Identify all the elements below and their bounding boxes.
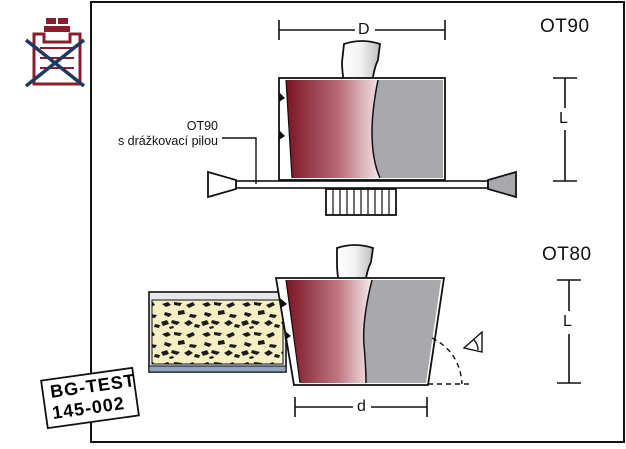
- dimension-d-bottom: [294, 397, 428, 417]
- annotation-line-1: OT90: [186, 119, 218, 133]
- dimension-l-bottom: [557, 279, 581, 384]
- dimension-d-top: [278, 20, 446, 40]
- annotation-leader: [222, 137, 257, 184]
- dimension-l-bottom-label: L: [563, 313, 572, 330]
- groove-saw-blade: [207, 170, 517, 199]
- crossed-out-wall-icon: [24, 18, 86, 88]
- test-stamp: [40, 366, 140, 430]
- dimension-l-top-label: L: [559, 110, 568, 127]
- cutter-body-bottom: [274, 277, 446, 386]
- cutter-body-top: [278, 77, 446, 181]
- diagram-frame: [90, 1, 625, 443]
- shank-top: [341, 40, 381, 85]
- annotation-text: OT90 s drážkovací pilou: [118, 119, 218, 149]
- shank-bottom: [336, 244, 374, 285]
- dimension-d-bottom-label: d: [357, 398, 366, 415]
- model-label-ot90: OT90: [540, 16, 590, 37]
- model-label-ot80: OT80: [542, 244, 592, 265]
- workpiece-board: [148, 291, 287, 373]
- angle-indicator: [428, 330, 483, 385]
- spacer-ring-top: [325, 188, 397, 216]
- dimension-l-top: [553, 77, 577, 182]
- annotation-line-2: s drážkovací pilou: [117, 134, 218, 148]
- dimension-d-top-label: D: [358, 21, 370, 38]
